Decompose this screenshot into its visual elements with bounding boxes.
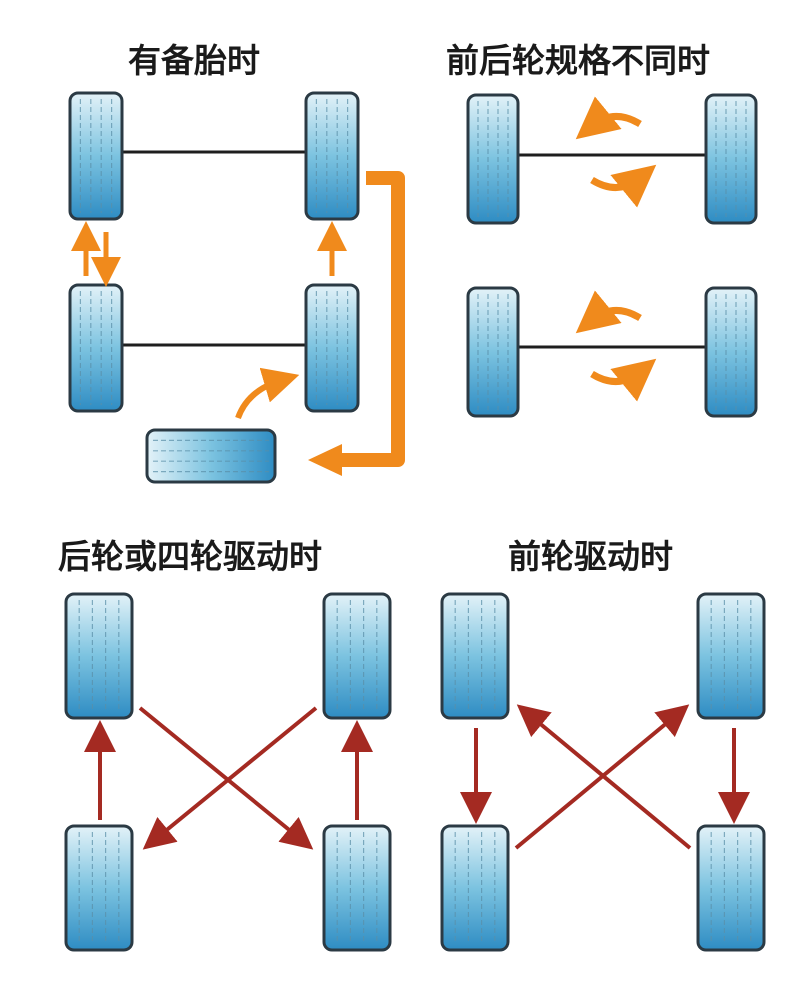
- tire-icon: [64, 824, 134, 952]
- tire-icon: [704, 93, 758, 225]
- tire-icon: [440, 824, 510, 952]
- spare-route-arrow: [340, 171, 405, 467]
- tire-icon: [68, 91, 124, 221]
- tire-icon: [145, 428, 277, 484]
- tire-icon: [322, 592, 392, 720]
- swap-arrow-top: [575, 290, 642, 334]
- axles: [122, 150, 706, 349]
- rear-4wd-arrows: [84, 706, 373, 850]
- spare-to-rear-arrow: [235, 367, 300, 420]
- tire-icon: [304, 283, 360, 413]
- spare-panel-arrows: [71, 171, 405, 476]
- title-rear-4wd: 后轮或四轮驱动时: [58, 537, 322, 576]
- tire-icon: [466, 286, 520, 418]
- spare-route-arrow-head: [308, 444, 342, 476]
- tire-icon: [696, 592, 766, 720]
- tire-icon: [64, 592, 134, 720]
- tires: [64, 91, 766, 952]
- swap-arrow-top: [575, 96, 642, 140]
- front-drive-arrows: [460, 704, 750, 850]
- title-different-specs: 前后轮规格不同时: [446, 41, 710, 80]
- swap-arrow-bottom: [590, 358, 657, 402]
- swap-arrow-bottom: [590, 164, 657, 208]
- front-left-cross-arrow: [138, 706, 314, 850]
- tire-icon: [466, 93, 520, 225]
- title-front-drive: 前轮驱动时: [508, 537, 673, 576]
- title-spare-tire: 有备胎时: [128, 41, 260, 80]
- tire-icon: [322, 824, 392, 952]
- tire-icon: [440, 592, 510, 720]
- front-right-cross-arrow: [142, 706, 318, 850]
- different-specs-arrows: [575, 96, 657, 402]
- rear-left-cross-arrow: [514, 704, 690, 850]
- tire-icon: [68, 283, 124, 413]
- tire-icon: [704, 286, 758, 418]
- tire-icon: [304, 91, 360, 221]
- tire-icon: [696, 824, 766, 952]
- rear-right-cross-arrow: [516, 704, 692, 850]
